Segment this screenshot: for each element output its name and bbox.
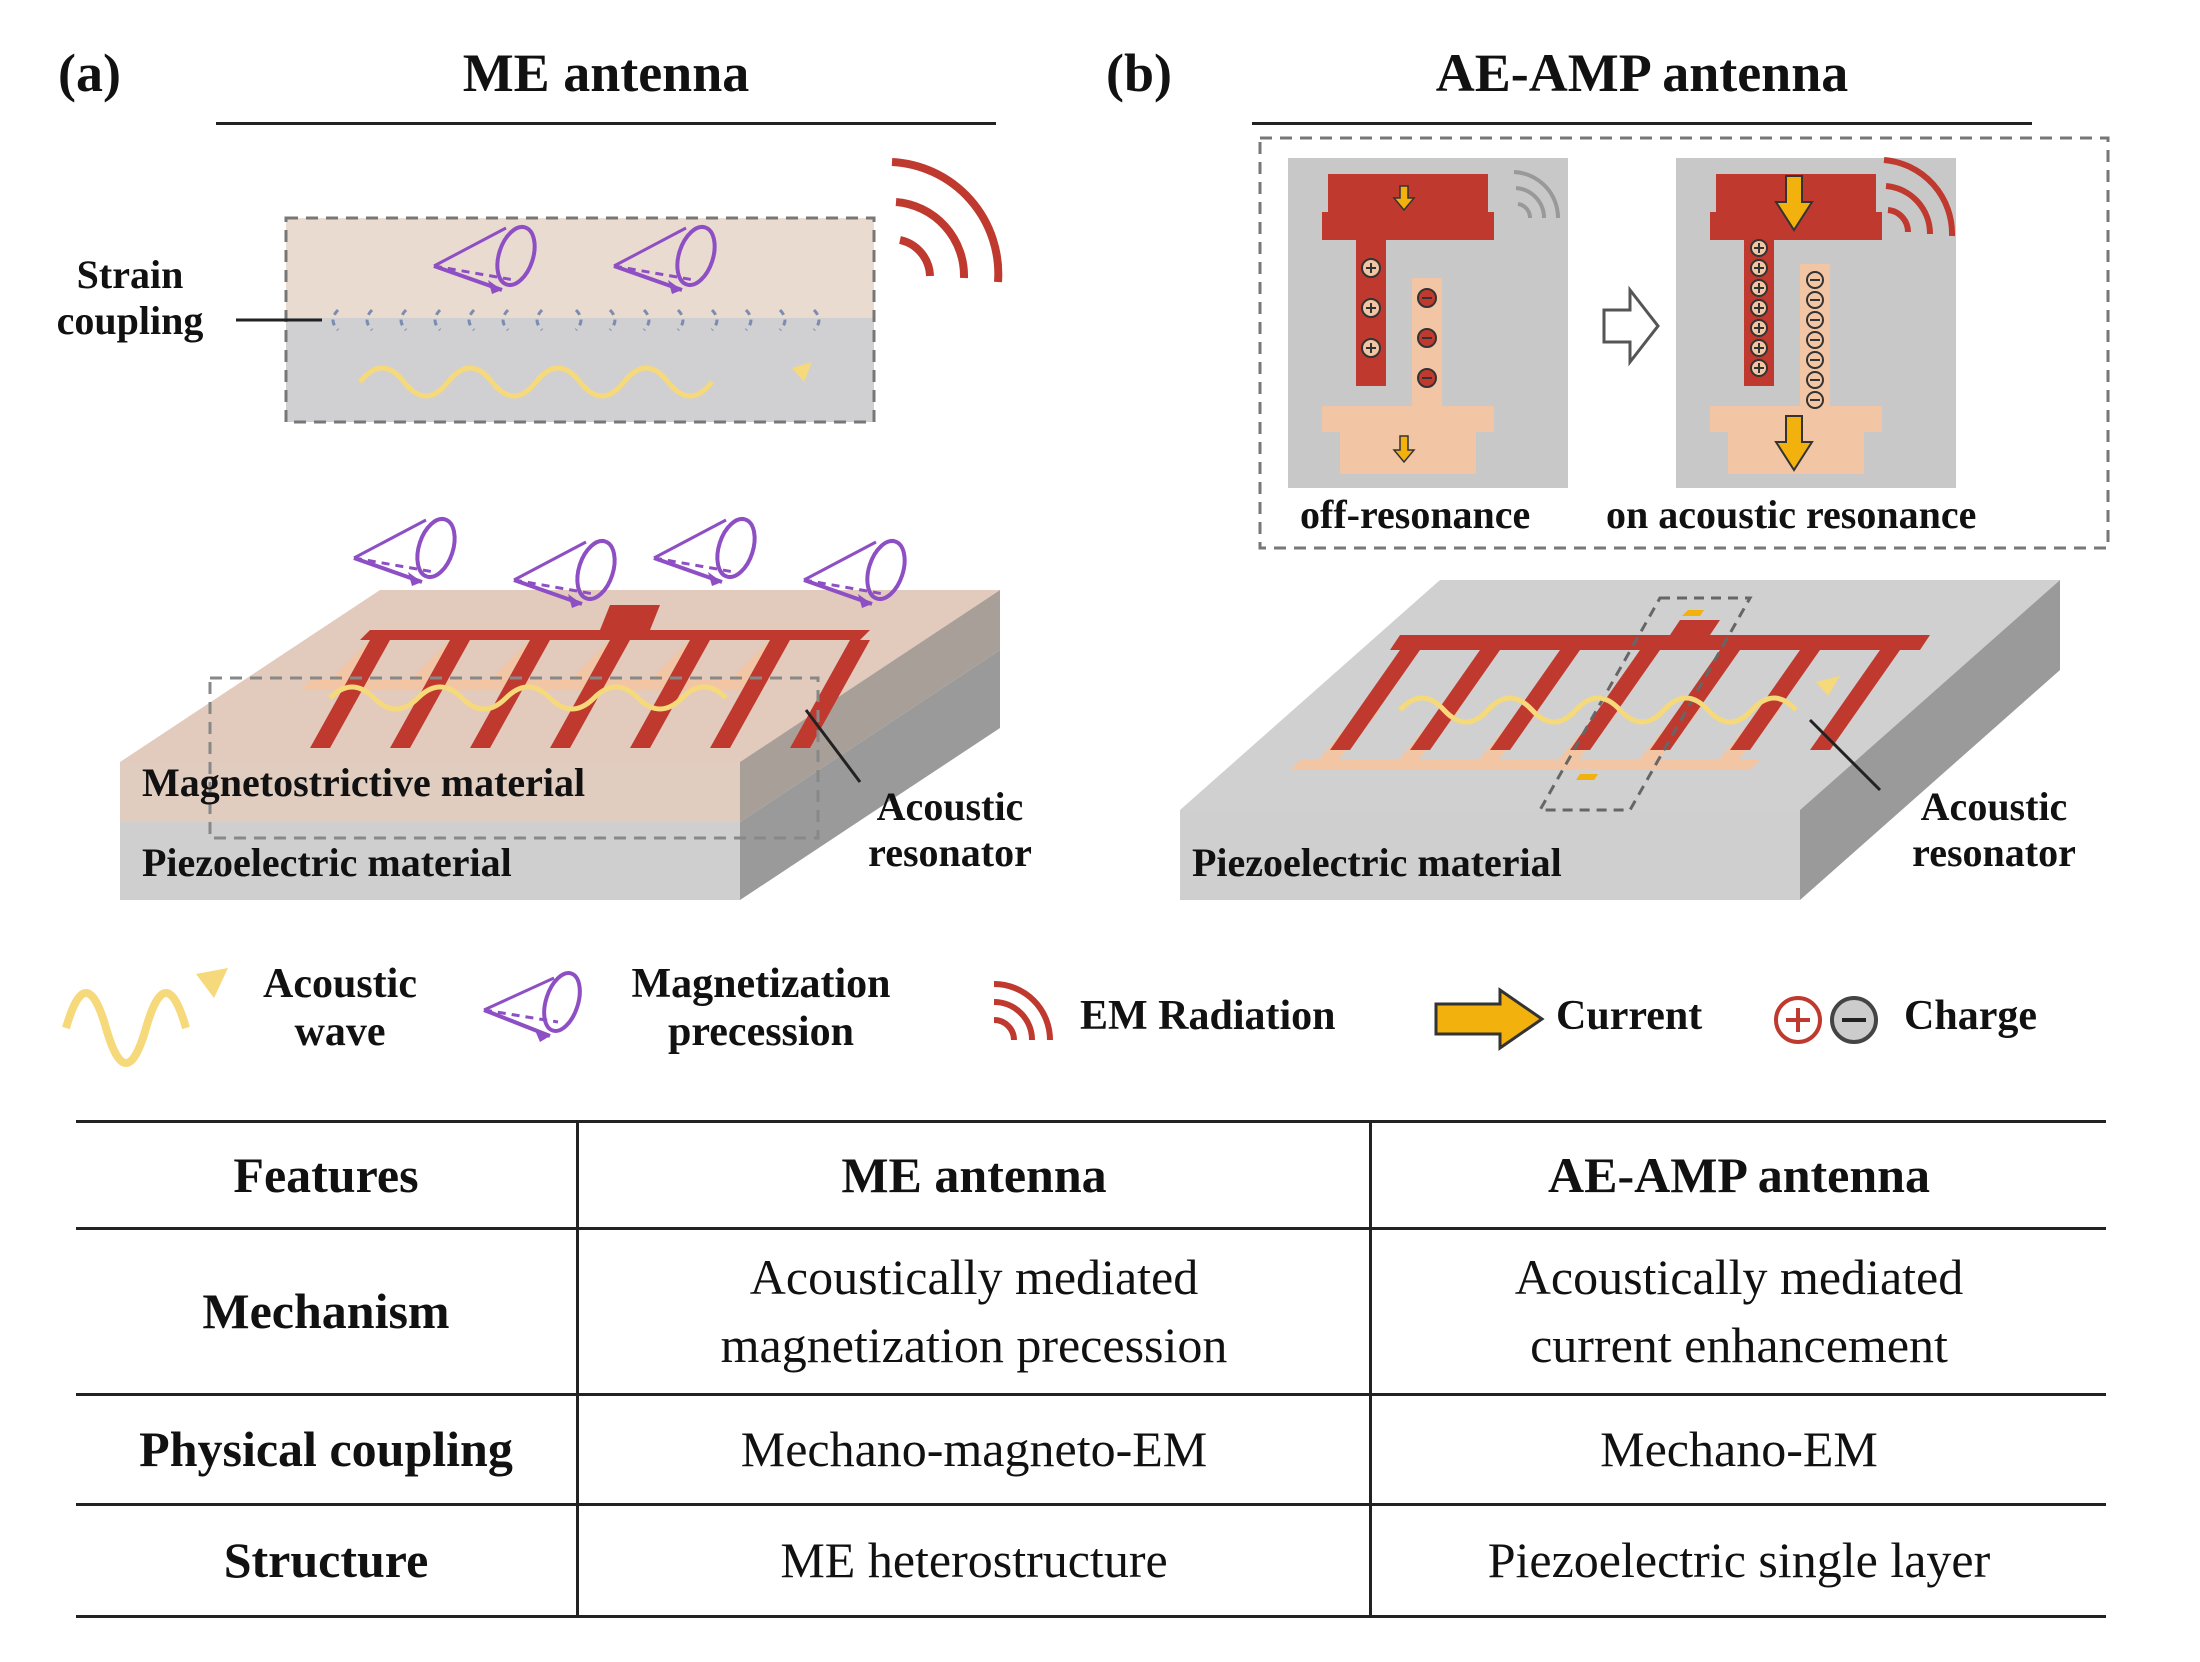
- acoustic-resonator-label-a: Acoustic resonator: [868, 784, 1032, 875]
- legend-magnetization: Magnetization precession: [631, 961, 891, 1056]
- legend-em-radiation: EM Radiation: [1080, 993, 1336, 1039]
- magnetization-icon: [483, 971, 582, 1042]
- header-features: Features: [76, 1120, 579, 1230]
- row-ae-value: Piezoelectric single layer: [1370, 1504, 2106, 1618]
- off-resonance-diagram: [1288, 158, 1568, 488]
- panel-a-title-rule: [216, 122, 996, 125]
- panel-b-label: (b): [1106, 43, 1172, 103]
- em-radiation-legend-icon: [993, 981, 1053, 1041]
- transition-arrow: [1602, 285, 1660, 367]
- panel-a-title: ME antenna: [462, 43, 750, 103]
- row-feature: Mechanism: [76, 1228, 579, 1396]
- table-header-row: Features ME antenna AE-AMP antenna: [76, 1120, 2106, 1230]
- magnetostrictive-label: Magnetostrictive material: [142, 760, 586, 805]
- panel-b-title-rule: [1252, 122, 2032, 125]
- on-resonance-diagram: [1676, 157, 1956, 488]
- legend-current: Current: [1556, 993, 1703, 1039]
- table-row: Physical coupling Mechano-magneto-EM Mec…: [76, 1394, 2106, 1506]
- row-me-value: ME heterostructure: [577, 1504, 1372, 1618]
- header-ae-amp-antenna: AE-AMP antenna: [1370, 1120, 2106, 1230]
- legend-charge: Charge: [1904, 993, 2037, 1039]
- em-radiation-icon: [891, 158, 1003, 283]
- row-ae-value: Mechano-EM: [1370, 1394, 2106, 1506]
- piezoelectric-label-a: Piezoelectric material: [142, 840, 512, 885]
- strain-coupling-inset: [236, 216, 876, 424]
- charge-icon: [1774, 996, 1878, 1044]
- legend-acoustic-wave: Acoustic wave: [263, 961, 417, 1056]
- panel-b-figure: [1180, 136, 2110, 900]
- panel-a-figure: [120, 158, 1003, 900]
- on-resonance-label: on acoustic resonance: [1606, 492, 1977, 537]
- strain-coupling-label: Strain coupling: [56, 252, 204, 343]
- table-row: Structure ME heterostructure Piezoelectr…: [76, 1504, 2106, 1618]
- row-feature: Physical coupling: [76, 1394, 579, 1506]
- row-me-value: Mechano-magneto-EM: [577, 1394, 1372, 1506]
- idt-electrodes: [300, 605, 870, 748]
- panel-b-title: AE-AMP antenna: [1435, 43, 1849, 103]
- me-antenna-block: [120, 512, 1000, 900]
- panel-a-label: (a): [58, 43, 121, 103]
- piezoelectric-label-b: Piezoelectric material: [1192, 840, 1562, 885]
- comparison-table: Features ME antenna AE-AMP antenna Mecha…: [76, 1120, 2106, 1618]
- acoustic-resonator-label-b: Acoustic resonator: [1912, 784, 2076, 875]
- off-resonance-label: off-resonance: [1300, 492, 1531, 537]
- header-me-antenna: ME antenna: [577, 1120, 1372, 1230]
- ae-amp-block: [1180, 580, 2060, 900]
- row-feature: Structure: [76, 1504, 579, 1618]
- acoustic-wave-icon: [62, 968, 228, 1067]
- current-arrow-icon: [1434, 987, 1545, 1051]
